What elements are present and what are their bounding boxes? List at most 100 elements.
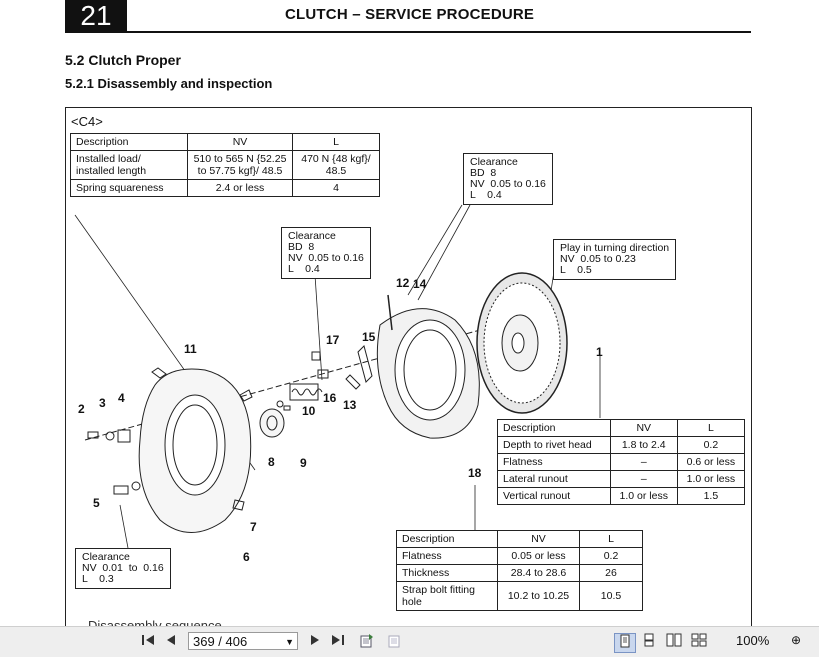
table-cell: Thickness: [396, 564, 498, 582]
callout-3: 3: [99, 396, 106, 410]
callout-7: 7: [250, 520, 257, 534]
callout-4: 4: [118, 391, 125, 405]
table-row: Spring squareness 2.4 or less 4: [70, 179, 380, 197]
continuous-facing-view-icon[interactable]: [690, 633, 708, 651]
page-number-value: 369 / 406: [193, 634, 248, 649]
table-row: Vertical runout 1.0 or less 1.5: [497, 487, 746, 505]
table-row: Strap bolt fitting hole 10.2 to 10.25 10…: [396, 581, 643, 611]
table-header: Description: [396, 530, 498, 548]
callout-2: 2: [78, 402, 85, 416]
callout-9: 9: [300, 456, 307, 470]
table-cell: 470 N {48 kgf}/ 48.5: [292, 150, 380, 180]
table-cell: 0.2: [676, 436, 746, 454]
clearance-note-a: Clearance BD 8 NV 0.05 to 0.16 L 0.4: [281, 227, 371, 279]
play-note: Play in turning direction NV 0.05 to 0.2…: [553, 239, 677, 280]
previous-page-icon[interactable]: [164, 633, 178, 651]
table-cell: 4: [292, 179, 380, 197]
table-cell: –: [609, 453, 678, 471]
note-line: Clearance: [470, 156, 518, 168]
table-cell: 510 to 565 N {52.25 to 57.75 kgf}/ 48.5: [187, 150, 293, 180]
table-row: Lateral runout – 1.0 or less: [497, 470, 746, 488]
table-header: NV: [609, 419, 678, 437]
previous-view-icon[interactable]: [358, 633, 376, 651]
note-line: BD 8: [288, 241, 315, 253]
diagram-code: <C4>: [71, 114, 103, 129]
table-header: L: [292, 133, 380, 151]
table-cell: Depth to rivet head: [497, 436, 611, 454]
disassembly-sequence-text: Disassembly sequence: [88, 618, 222, 626]
table-header-row: Description NV L: [70, 133, 380, 151]
table-cell: 1.0 or less: [676, 470, 746, 488]
table-header: Description: [70, 133, 188, 151]
callout-5: 5: [93, 496, 100, 510]
next-page-icon[interactable]: [308, 633, 322, 651]
viewer-toolbar: 369 / 406 ▼ 100% ⊕: [0, 626, 819, 657]
page-number-input[interactable]: 369 / 406 ▼: [188, 632, 298, 650]
chapter-number: 21: [65, 0, 127, 31]
last-page-icon[interactable]: [330, 633, 346, 651]
table-cell: 10.5: [579, 581, 643, 611]
note-line: NV 0.01 to 0.16: [82, 562, 164, 574]
table-cell: 26: [579, 564, 643, 582]
table-cell: 1.0 or less: [609, 487, 678, 505]
table-cell: 2.4 or less: [187, 179, 293, 197]
table-cell: Flatness: [396, 547, 498, 565]
table-cell: –: [609, 470, 678, 488]
table-cell: Strap bolt fitting hole: [396, 581, 498, 611]
continuous-view-icon[interactable]: [640, 633, 658, 651]
callout-13: 13: [343, 398, 357, 412]
single-page-view-icon[interactable]: [614, 633, 636, 653]
table-cell: Flatness: [497, 453, 611, 471]
note-line: L 0.5: [560, 264, 592, 276]
table-header: NV: [497, 530, 580, 548]
table-cell: 10.2 to 10.25: [497, 581, 580, 611]
table-cell: 0.6 or less: [676, 453, 746, 471]
table-cell: Lateral runout: [497, 470, 611, 488]
chevron-down-icon[interactable]: ▼: [285, 637, 294, 647]
table-cell: 1.5: [676, 487, 746, 505]
callout-1: 1: [596, 345, 603, 359]
first-page-icon[interactable]: [140, 633, 156, 651]
table-header: L: [579, 530, 643, 548]
note-line: BD 8: [470, 167, 497, 179]
subsection-heading: 5.2.1 Disassembly and inspection: [65, 76, 273, 91]
note-line: NV 0.05 to 0.16: [470, 178, 546, 190]
clearance-note-d: Clearance NV 0.01 to 0.16 L 0.3: [75, 548, 171, 589]
note-line: L 0.3: [82, 573, 114, 585]
callout-17: 17: [326, 333, 340, 347]
callout-6: 6: [243, 550, 250, 564]
section-heading: 5.2 Clutch Proper: [65, 52, 181, 68]
header-rule: [65, 31, 751, 33]
table-cell: 0.2: [579, 547, 643, 565]
note-line: Clearance: [82, 551, 130, 563]
callout-10: 10: [302, 404, 316, 418]
diagram-frame: [65, 107, 752, 626]
table-row: Depth to rivet head 1.8 to 2.4 0.2: [497, 436, 746, 454]
plate-spec-table: Description NV L Flatness 0.05 or less 0…: [396, 530, 643, 611]
table-header: Description: [497, 419, 611, 437]
table-cell: 28.4 to 28.6: [497, 564, 580, 582]
zoom-dropdown-icon[interactable]: ⊕: [791, 633, 802, 647]
callout-18: 18: [468, 466, 482, 480]
disc-spec-table: Description NV L Depth to rivet head 1.8…: [497, 419, 746, 505]
table-cell: Installed load/ installed length: [70, 150, 188, 180]
table-row: Thickness 28.4 to 28.6 26: [396, 564, 643, 582]
callout-8: 8: [268, 455, 275, 469]
table-row: Flatness – 0.6 or less: [497, 453, 746, 471]
table-header: L: [676, 419, 746, 437]
facing-view-icon[interactable]: [665, 633, 683, 651]
table-cell: Vertical runout: [497, 487, 611, 505]
table-cell: 1.8 to 2.4: [609, 436, 678, 454]
table-header: NV: [187, 133, 293, 151]
callout-11: 11: [184, 342, 197, 356]
document-page: 21 CLUTCH – SERVICE PROCEDURE 5.2 Clutch…: [65, 0, 752, 626]
zoom-level[interactable]: 100%: [736, 633, 770, 648]
table-cell: 0.05 or less: [497, 547, 580, 565]
clearance-note-b: Clearance BD 8 NV 0.05 to 0.16 L 0.4: [463, 153, 553, 205]
table-row: Installed load/ installed length 510 to …: [70, 150, 380, 180]
table-row: Flatness 0.05 or less 0.2: [396, 547, 643, 565]
clutch-exploded-illustration: [74, 204, 601, 549]
note-line: NV 0.05 to 0.23: [560, 253, 636, 265]
next-view-icon[interactable]: [384, 633, 402, 651]
note-line: L 0.4: [288, 263, 320, 275]
